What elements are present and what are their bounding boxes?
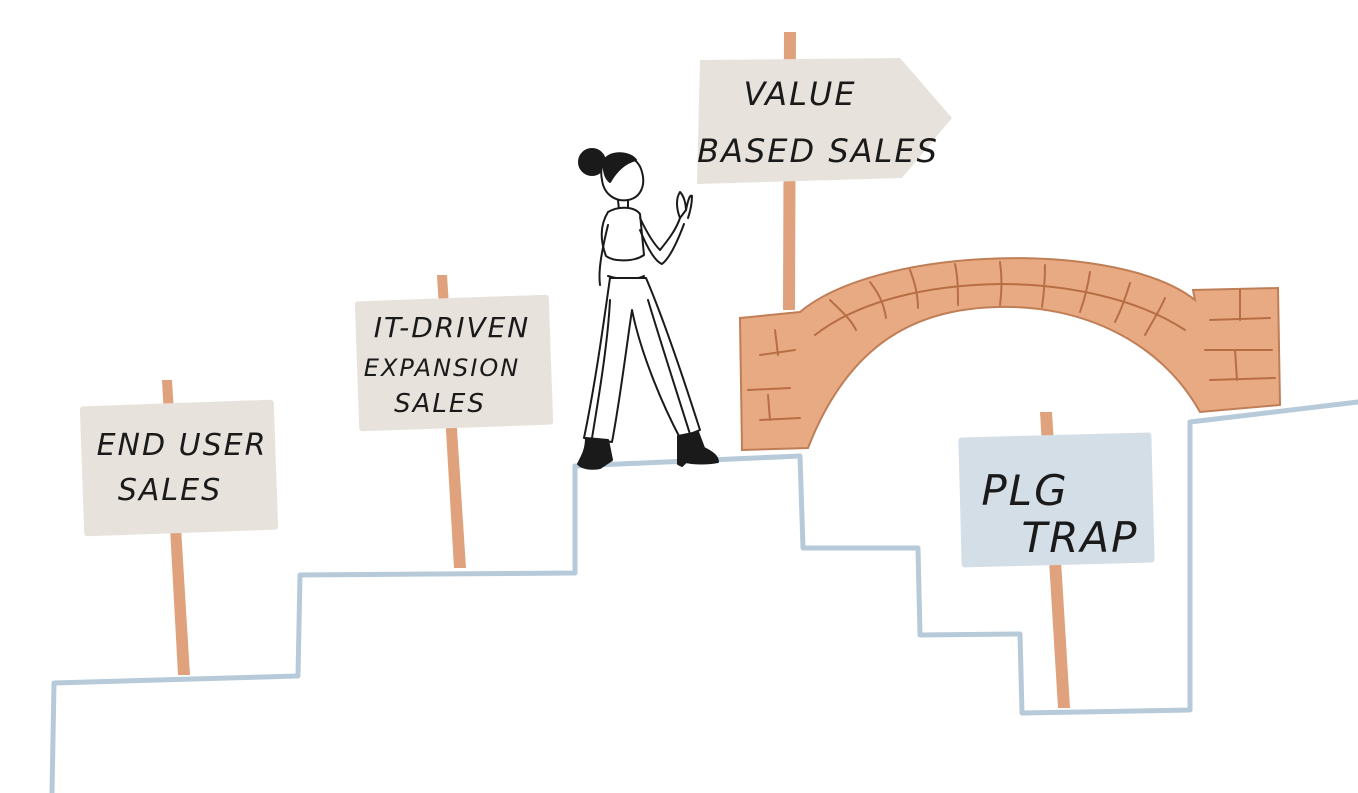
bridge-body [738, 257, 1282, 452]
hand [676, 191, 693, 219]
sign-value-based-sales: VALUE BASED SALES [697, 32, 952, 310]
staircase-left-path [49, 399, 1358, 793]
right-boot [677, 431, 719, 467]
sign-text-line2: BASED SALES [697, 132, 939, 170]
stone-bridge [738, 257, 1282, 452]
sign-text-line2: SALES [118, 473, 222, 508]
sign-board-arrow [697, 58, 952, 184]
sign-board [79, 399, 279, 537]
sign-plg-trap: PLG TRAP [958, 412, 1155, 708]
sign-text-line1: VALUE [743, 75, 856, 113]
sign-text-line1: END USER [97, 428, 268, 463]
sign-it-driven-expansion-sales: IT-DRIVEN EXPANSION SALES [354, 275, 554, 568]
sign-text-line2: EXPANSION [364, 354, 520, 382]
torso [600, 206, 645, 262]
wide-pants [583, 277, 701, 443]
bridge-stone-lines [747, 261, 1276, 421]
sign-text-line1: IT-DRIVEN [374, 311, 531, 344]
sign-board [958, 432, 1155, 568]
walking-woman-figure [577, 148, 719, 470]
raised-arm [639, 209, 687, 251]
sign-text-line3: SALES [394, 389, 486, 419]
sign-text-line2: TRAP [1022, 513, 1139, 562]
staircase [49, 399, 1358, 793]
left-boot [577, 437, 613, 470]
sign-board [354, 294, 554, 432]
hair [602, 152, 637, 183]
sign-text-line1: PLG [981, 466, 1068, 515]
sign-end-user-sales: END USER SALES [79, 380, 279, 675]
